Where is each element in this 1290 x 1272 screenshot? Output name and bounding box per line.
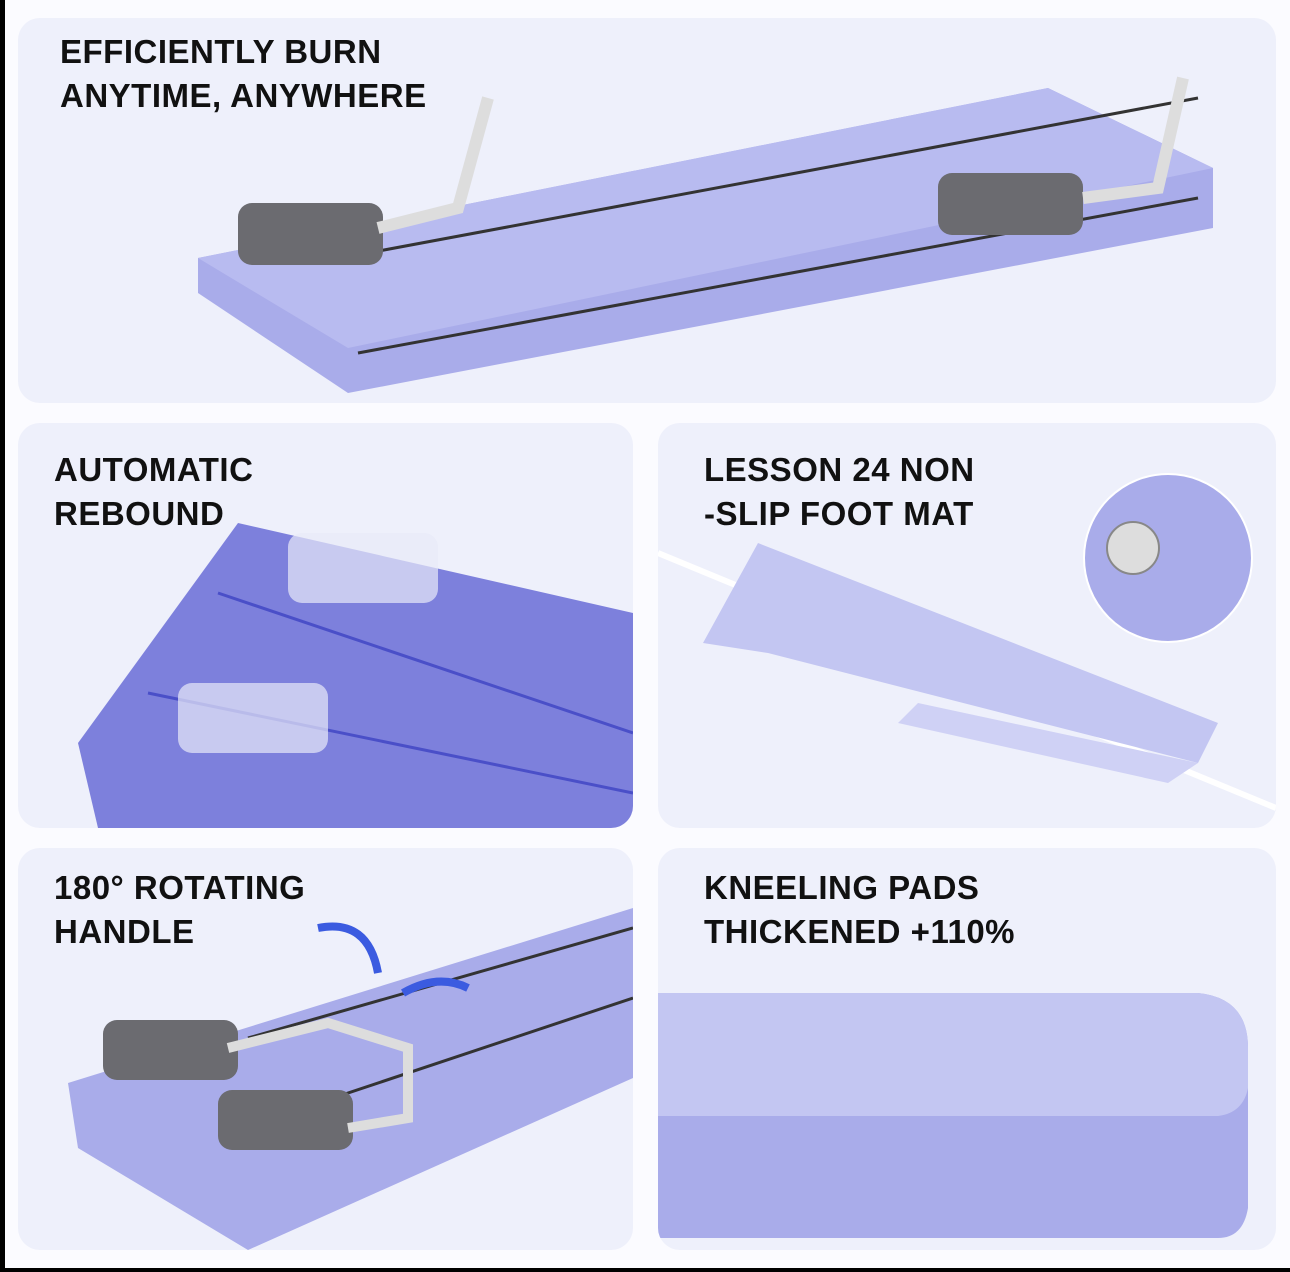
title-line: KNEELING PADS [704,869,980,906]
panel-rotating-handle: 180° ROTATING HANDLE [18,848,633,1250]
title-line: REBOUND [54,495,225,532]
board-underside-image [78,523,633,828]
title-line: ANYTIME, ANYWHERE [60,77,427,114]
left-border [0,0,5,1272]
panel-title: EFFICIENTLY BURN ANYTIME, ANYWHERE [60,30,427,118]
panel-title: 180° ROTATING HANDLE [54,866,305,954]
title-line: AUTOMATIC [54,451,254,488]
ab-board-image [198,76,1213,393]
foot-mat-image [658,473,1276,811]
title-line: LESSON 24 NON [704,451,975,488]
panel-efficient-burn: EFFICIENTLY BURN ANYTIME, ANYWHERE [18,18,1276,403]
panel-automatic-rebound: AUTOMATIC REBOUND [18,423,633,828]
title-line: EFFICIENTLY BURN [60,33,382,70]
title-line: -SLIP FOOT MAT [704,495,974,532]
panel-title: AUTOMATIC REBOUND [54,448,253,536]
panel-kneeling-pads: KNEELING PADS THICKENED +110% [658,848,1276,1250]
handle-image [68,908,633,1250]
panel-non-slip-foot-mat: LESSON 24 NON -SLIP FOOT MAT [658,423,1276,828]
kneeling-pad-image [658,993,1248,1238]
title-line: HANDLE [54,913,195,950]
title-line: THICKENED +110% [704,913,1016,950]
bottom-border [0,1268,1290,1272]
panel-title: LESSON 24 NON -SLIP FOOT MAT [704,448,975,536]
title-line: 180° ROTATING [54,869,306,906]
panel-title: KNEELING PADS THICKENED +110% [704,866,1015,954]
